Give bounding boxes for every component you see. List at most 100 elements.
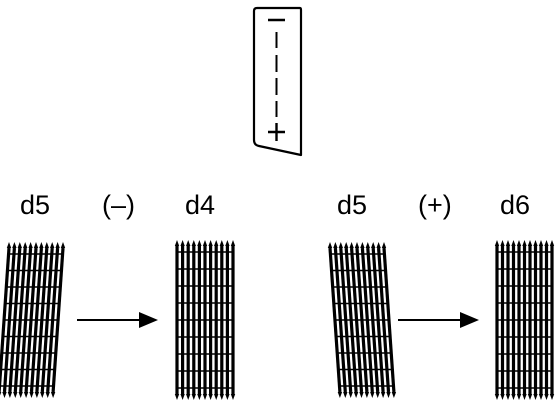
swatch-stitch-tip	[180, 240, 185, 246]
swatch-column-line	[366, 247, 380, 393]
swatch-stitch-tip	[214, 394, 219, 400]
swatch-column-line	[371, 247, 385, 393]
swatch-stitch-tip	[13, 392, 18, 398]
swatch-stitch-tip	[55, 242, 60, 248]
swatch-stitch-tip	[343, 392, 348, 398]
swatch-stitch-tip	[39, 242, 44, 248]
swatch-stitch-tip	[180, 394, 185, 400]
swatch-d4-upright	[174, 240, 236, 400]
swatch-stitch-tip	[516, 394, 522, 400]
swatch-stitch-tip	[34, 392, 40, 398]
swatch-stitch-tip	[0, 392, 2, 396]
swatch-column-line	[51, 247, 65, 393]
swatch-stitch-tip	[28, 242, 33, 248]
right-to-label: d6	[500, 190, 531, 220]
arrow-right-icon	[77, 312, 158, 328]
swatch-column-line	[8, 247, 22, 393]
swatch-column-line	[19, 247, 33, 393]
swatch-stitch-tip	[349, 242, 354, 248]
swatch-stitch-tip	[494, 394, 500, 400]
scale-plus-icon	[268, 123, 285, 141]
swatch-stitch-tip	[202, 394, 208, 400]
swatch-stitch-tip	[391, 392, 397, 398]
swatch-stitch-tip	[375, 392, 380, 398]
swatch-stitch-tip	[219, 240, 224, 246]
swatch-stitch-tip	[516, 240, 522, 246]
left-to-label: d4	[185, 190, 216, 220]
swatch-stitch-tip	[2, 392, 7, 398]
swatch-column-line	[360, 247, 374, 393]
swatch-stitch-tip	[354, 242, 360, 248]
swatch-stitch-tip	[376, 242, 381, 248]
swatch-stitch-tip	[365, 242, 370, 248]
right-from-label: d5	[337, 190, 368, 220]
swatch-stitch-tip	[44, 242, 49, 248]
swatch-stitch-tip	[494, 240, 500, 246]
swatch-stitch-tip	[522, 240, 527, 246]
swatch-stitch-tip	[29, 392, 34, 398]
swatch-column-line	[355, 247, 369, 393]
swatch-d6-upright	[494, 240, 555, 400]
swatch-stitch-tip	[370, 392, 375, 398]
swatch-stitch-tip	[371, 242, 376, 248]
swatch-stitch-tip	[511, 240, 516, 246]
swatch-stitch-tip	[360, 242, 365, 248]
swatch-stitch-tip	[202, 240, 208, 246]
swatch-stitch-tip	[23, 242, 28, 248]
swatch-stitch-tip	[549, 394, 555, 400]
swatch-column-line	[344, 247, 358, 393]
swatch-stitch-tip	[12, 242, 17, 248]
swatch-stitch-tip	[230, 240, 236, 246]
swatch-column-line	[382, 247, 396, 393]
swatch-column-line	[2, 247, 16, 393]
swatch-column-line	[13, 247, 27, 393]
swatch-stitch-tip	[511, 394, 516, 400]
swatch-stitch-tip	[337, 392, 343, 398]
swatch-stitch-tip	[18, 392, 23, 398]
swatch-stitch-tip	[191, 240, 196, 246]
swatch-stitch-tip	[500, 240, 505, 246]
swatch-stitch-tip	[186, 394, 191, 400]
swatch-stitch-tip	[544, 240, 549, 246]
swatch-stitch-tip	[381, 242, 387, 248]
swatch-stitch-tip	[6, 242, 12, 248]
swatch-d5-slanted-left	[327, 242, 397, 398]
left-direction-label: (–)	[102, 190, 135, 220]
swatch-stitch-tip	[505, 240, 511, 246]
swatch-stitch-tip	[380, 392, 386, 398]
swatch-stitch-tip	[522, 394, 527, 400]
swatch-stitch-tip	[533, 394, 538, 400]
swatch-stitch-tip	[348, 392, 353, 398]
swatch-column-line	[350, 247, 364, 393]
swatch-column-line	[0, 247, 11, 393]
swatch-stitch-tip	[353, 392, 359, 398]
swatch-column-line	[377, 247, 391, 393]
swatch-stitch-tip	[214, 240, 219, 246]
swatch-stitch-tip	[174, 240, 180, 246]
swatch-stitch-tip	[505, 394, 511, 400]
swatch-stitch-tip	[333, 242, 338, 248]
swatch-stitch-tip	[219, 394, 224, 400]
swatch-stitch-tip	[327, 242, 333, 248]
swatch-stitch-tip	[197, 394, 202, 400]
stitch-scale-indicator	[252, 6, 303, 157]
swatch-stitch-tip	[538, 394, 544, 400]
swatch-column-line	[35, 247, 49, 393]
swatch-stitch-tip	[225, 240, 230, 246]
left-from-label: d5	[20, 190, 51, 220]
swatch-stitch-tip	[17, 242, 22, 248]
scale-outline	[252, 6, 303, 157]
swatch-column-line	[328, 247, 342, 393]
swatch-stitch-tip	[186, 240, 191, 246]
swatch-stitch-tip	[538, 240, 544, 246]
swatch-stitch-tip	[344, 242, 349, 248]
swatch-stitch-tip	[549, 240, 555, 246]
swatch-stitch-tip	[500, 394, 505, 400]
swatch-stitch-tip	[7, 392, 13, 398]
swatch-stitch-tip	[359, 392, 364, 398]
swatch-stitch-tip	[50, 242, 55, 248]
swatch-column-line	[339, 247, 353, 393]
swatch-stitch-tip	[191, 394, 196, 400]
swatch-stitch-tip	[45, 392, 50, 398]
